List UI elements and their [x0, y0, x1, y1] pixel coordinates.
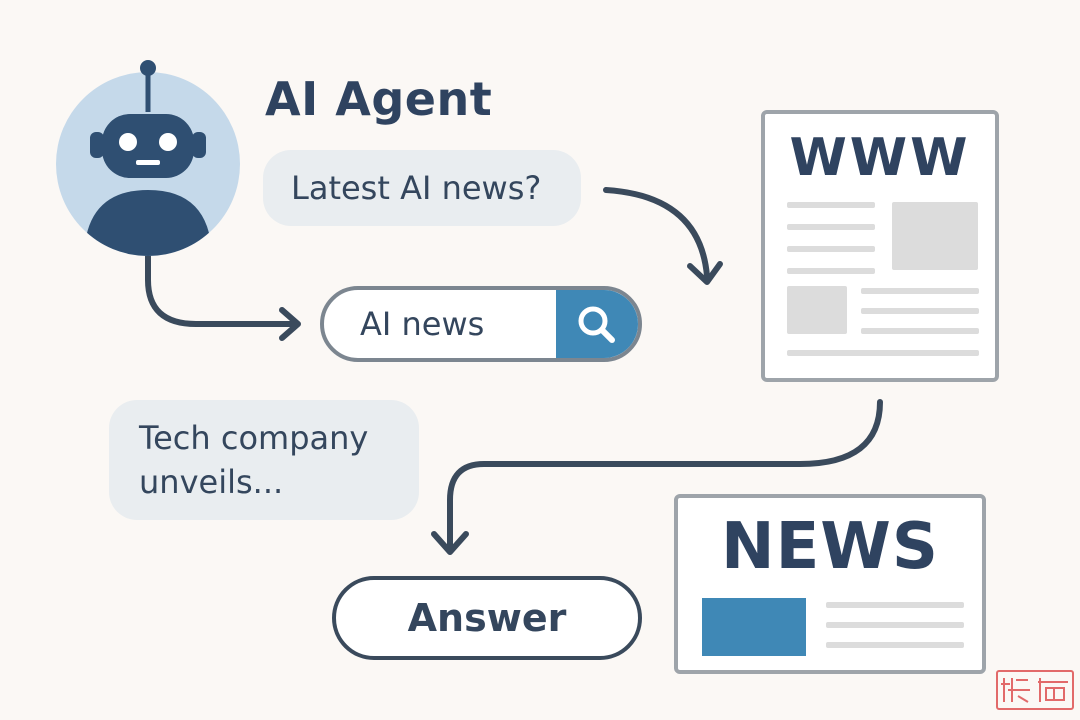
text-line [861, 328, 979, 334]
robot-icon [84, 72, 212, 256]
query-bubble: Latest AI news? [263, 150, 581, 226]
watermark-stamp [996, 670, 1074, 710]
arrow-web-to-answer [447, 399, 883, 551]
search-input-value[interactable]: AI news [360, 305, 485, 343]
text-line [787, 202, 875, 208]
web-page-title: WWW [789, 128, 971, 188]
antenna-tip-icon [140, 60, 156, 76]
image-placeholder [892, 202, 978, 270]
text-line [861, 288, 979, 294]
text-line [826, 602, 964, 608]
agent-avatar [56, 72, 240, 256]
answer-box: Answer [332, 576, 642, 660]
web-page-card: WWW [761, 110, 999, 382]
result-snippet-bubble: Tech company unveils... [109, 400, 419, 520]
text-line [826, 642, 964, 648]
arrowhead-search [279, 307, 301, 341]
arrowhead-answer [431, 531, 469, 555]
text-line [787, 224, 875, 230]
text-line [861, 308, 979, 314]
news-title: NEWS [721, 510, 939, 584]
stamp-glyphs-icon [1001, 678, 1068, 703]
news-card: NEWS [674, 494, 986, 674]
search-icon [578, 306, 615, 343]
agent-title: AI Agent [265, 72, 493, 126]
snippet-line: Tech company [139, 419, 369, 457]
image-placeholder [787, 286, 847, 334]
text-line [787, 268, 875, 274]
arrowhead-web [687, 261, 723, 285]
text-line [826, 622, 964, 628]
arrow-avatar-to-search [145, 237, 299, 327]
arrow-query-to-web [603, 187, 710, 279]
search-button[interactable] [556, 290, 638, 358]
news-image-placeholder [702, 598, 806, 656]
search-bar[interactable]: AI news [320, 286, 642, 362]
snippet-line: unveils... [139, 463, 284, 501]
text-line [787, 350, 979, 356]
text-line [787, 246, 875, 252]
